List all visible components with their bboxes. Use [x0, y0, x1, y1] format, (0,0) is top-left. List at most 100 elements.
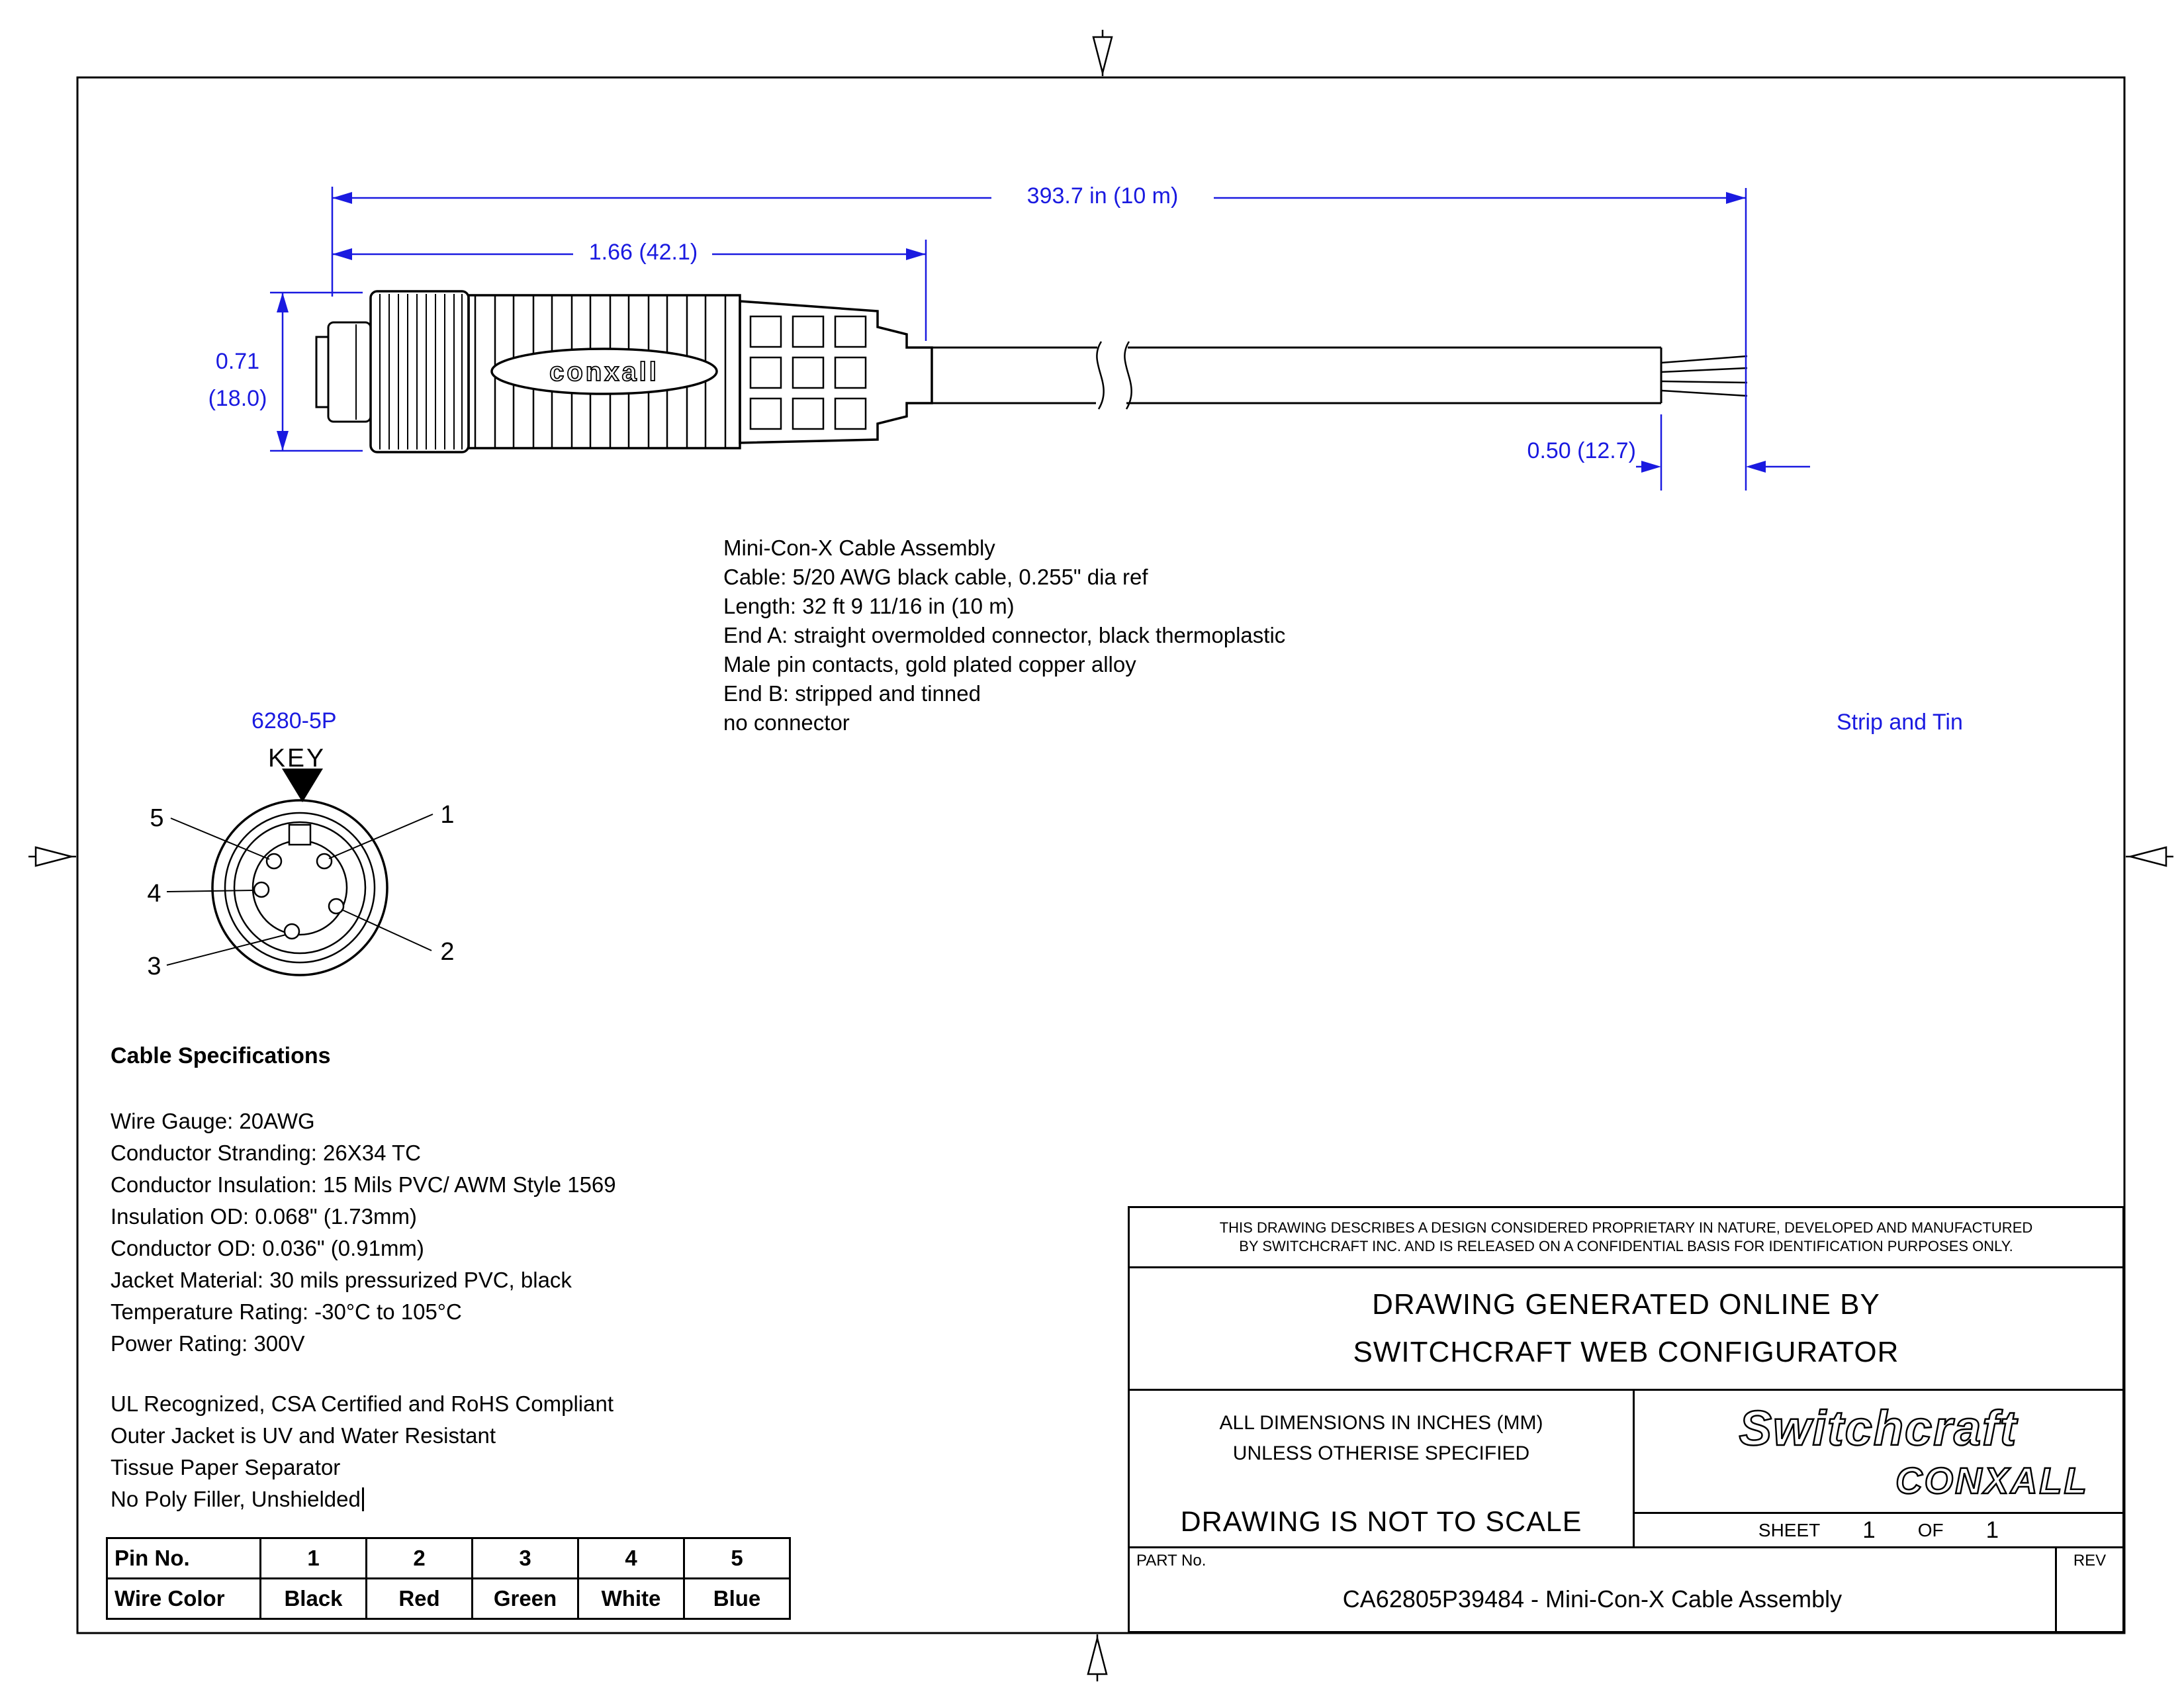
key-label: KEY	[268, 744, 326, 773]
cable-specs-heading: Cable Specifications	[111, 1043, 331, 1068]
wire-color-cell: White	[577, 1577, 685, 1620]
generated-line-2: SWITCHCRAFT WEB CONFIGURATOR	[1353, 1336, 1899, 1368]
pin-labels: 5 1 4 3 2	[147, 801, 454, 980]
connector-diameter-dim: 0.71 (18.0)	[208, 349, 267, 411]
sheet-row: SHEET 1 OF 1	[1635, 1512, 2122, 1546]
wire-color-table: Pin No. 1 2 3 4 5 Wire Color Black Red G…	[106, 1537, 791, 1620]
pin-leader-lines	[166, 814, 433, 966]
proprietary-line-1: THIS DRAWING DESCRIBES A DESIGN CONSIDER…	[1219, 1219, 2033, 1236]
cable-specs-group-1: Wire Gauge: 20AWG Conductor Stranding: 2…	[111, 1105, 616, 1360]
cable-specs-group-2: UL Recognized, CSA Certified and RoHS Co…	[111, 1388, 614, 1515]
table-header-pin-no: Pin No.	[106, 1537, 261, 1579]
pins	[253, 853, 345, 940]
generated-line-1: DRAWING GENERATED ONLINE BY	[1372, 1288, 1880, 1321]
rev-box: REV	[2055, 1548, 2122, 1631]
strip-length-dim: 0.50 (12.7)	[1527, 438, 1636, 463]
sheet-label: SHEET	[1758, 1519, 1821, 1540]
table-header-wire-color: Wire Color	[106, 1577, 261, 1620]
generated-by-section: DRAWING GENERATED ONLINE BY SWITCHCRAFT …	[1130, 1268, 2122, 1391]
spec-line: Jacket Material: 30 mils pressurized PVC…	[111, 1268, 572, 1292]
pin-4	[253, 881, 270, 898]
table-row: Pin No. 1 2 3 4 5	[106, 1537, 791, 1579]
spec-line: Power Rating: 300V	[111, 1331, 305, 1356]
wire-color-cell: Red	[365, 1577, 473, 1620]
dims-note-line-1: ALL DIMENSIONS IN INCHES (MM)	[1219, 1412, 1543, 1434]
of-label: OF	[1917, 1519, 1944, 1540]
pin-number-cell: 2	[365, 1537, 473, 1579]
sheet-total: 1	[1985, 1517, 1999, 1543]
conxall-logo-text: conxall	[549, 357, 659, 387]
rev-label: REV	[2073, 1552, 2107, 1570]
strip-and-tin-note: Strip and Tin	[1837, 710, 1963, 735]
description-line: Male pin contacts, gold plated copper al…	[723, 652, 1136, 677]
dims-note-line-2: UNLESS OTHERISE SPECIFIED	[1232, 1442, 1530, 1464]
conxall-brand-text: CONXALL	[1895, 1460, 2089, 1501]
part-number: CA62805P39484 - Mini-Con-X Cable Assembl…	[1342, 1585, 1843, 1613]
pin-label-1: 1	[440, 801, 454, 829]
proprietary-notice: THIS DRAWING DESCRIBES A DESIGN CONSIDER…	[1130, 1208, 2122, 1268]
description-line: no connector	[723, 710, 850, 735]
spec-line: Conductor Insulation: 15 Mils PVC/ AWM S…	[111, 1172, 616, 1197]
brand-logo: Switchcraft CONXALL	[1738, 1400, 2089, 1503]
title-block-mid-section: ALL DIMENSIONS IN INCHES (MM) UNLESS OTH…	[1130, 1391, 2122, 1546]
spec-line: UL Recognized, CSA Certified and RoHS Co…	[111, 1391, 614, 1416]
part-no-label: PART No.	[1136, 1552, 1206, 1570]
spec-line: Insulation OD: 0.068" (1.73mm)	[111, 1204, 417, 1229]
assembly-description: Mini-Con-X Cable Assembly Cable: 5/20 AW…	[723, 534, 1285, 737]
spec-line: Wire Gauge: 20AWG	[111, 1109, 315, 1133]
description-line: Mini-Con-X Cable Assembly	[723, 536, 995, 560]
cable	[932, 341, 1748, 410]
cable-break-left	[1096, 341, 1105, 410]
description-line: Length: 32 ft 9 11/16 in (10 m)	[723, 594, 1015, 618]
dimension-note-box: ALL DIMENSIONS IN INCHES (MM) UNLESS OTH…	[1130, 1391, 1635, 1546]
connector-length-dim: 1.66 (42.1)	[588, 240, 698, 265]
pin-3	[283, 923, 300, 940]
connector-side-view: conxall	[315, 290, 933, 453]
key-slot	[288, 823, 312, 846]
spec-line: No Poly Filler, Unshielded	[111, 1483, 614, 1515]
dimension-arrowheads	[277, 192, 1766, 473]
cable-break-right	[1124, 341, 1132, 410]
pin-label-3: 3	[147, 953, 161, 980]
logo-oval	[490, 348, 718, 395]
knurl-lines	[379, 294, 463, 449]
spec-line: Temperature Rating: -30°C to 105°C	[111, 1299, 462, 1324]
description-line: Cable: 5/20 AWG black cable, 0.255" dia …	[723, 565, 1148, 589]
spec-line: Outer Jacket is UV and Water Resistant	[111, 1423, 496, 1448]
spec-line: Conductor Stranding: 26X34 TC	[111, 1141, 422, 1165]
pin-2	[328, 898, 345, 915]
table-row: Wire Color Black Red Green White Blue	[106, 1577, 791, 1620]
pin-number-cell: 5	[683, 1537, 791, 1579]
sheet-border	[76, 76, 2126, 1634]
connector-mating-lip	[315, 336, 330, 408]
pin-number-cell: 3	[471, 1537, 579, 1579]
wire-color-cell: Blue	[683, 1577, 791, 1620]
overall-length-dim: 393.7 in (10 m)	[1026, 183, 1179, 209]
proprietary-line-2: BY SWITCHCRAFT INC. AND IS RELEASED ON A…	[1239, 1238, 2013, 1254]
pin-5	[265, 853, 283, 870]
spec-line: Conductor OD: 0.036" (0.91mm)	[111, 1236, 424, 1260]
pin-number-cell: 1	[259, 1537, 367, 1579]
pin-label-2: 2	[440, 938, 454, 966]
pin-label-5: 5	[150, 804, 163, 832]
wire-color-cell: Black	[259, 1577, 367, 1620]
wire-color-cell: Green	[471, 1577, 579, 1620]
part-row: PART No. CA62805P39484 - Mini-Con-X Cabl…	[1130, 1546, 2122, 1631]
dimension-lines	[270, 187, 1810, 491]
title-block: THIS DRAWING DESCRIBES A DESIGN CONSIDER…	[1128, 1206, 2124, 1633]
switchcraft-logo-text: Switchcraft	[1739, 1401, 2019, 1456]
connector-part-ref: 6280-5P	[251, 708, 337, 733]
pin-label-4: 4	[147, 880, 161, 908]
not-to-scale-note: DRAWING IS NOT TO SCALE	[1180, 1506, 1582, 1538]
connector-mating-nose	[327, 321, 372, 423]
sheet-number: 1	[1862, 1517, 1876, 1543]
strain-relief-slots	[749, 315, 867, 430]
registration-marks	[28, 30, 2173, 1681]
key-indicator-triangle	[282, 769, 323, 802]
spec-line: Tissue Paper Separator	[111, 1455, 341, 1479]
brand-box: Switchcraft CONXALL SHEET 1 OF 1	[1635, 1391, 2122, 1546]
text-caret	[361, 1487, 364, 1511]
connector-face-view: 5 1 4 3 2	[147, 769, 455, 980]
